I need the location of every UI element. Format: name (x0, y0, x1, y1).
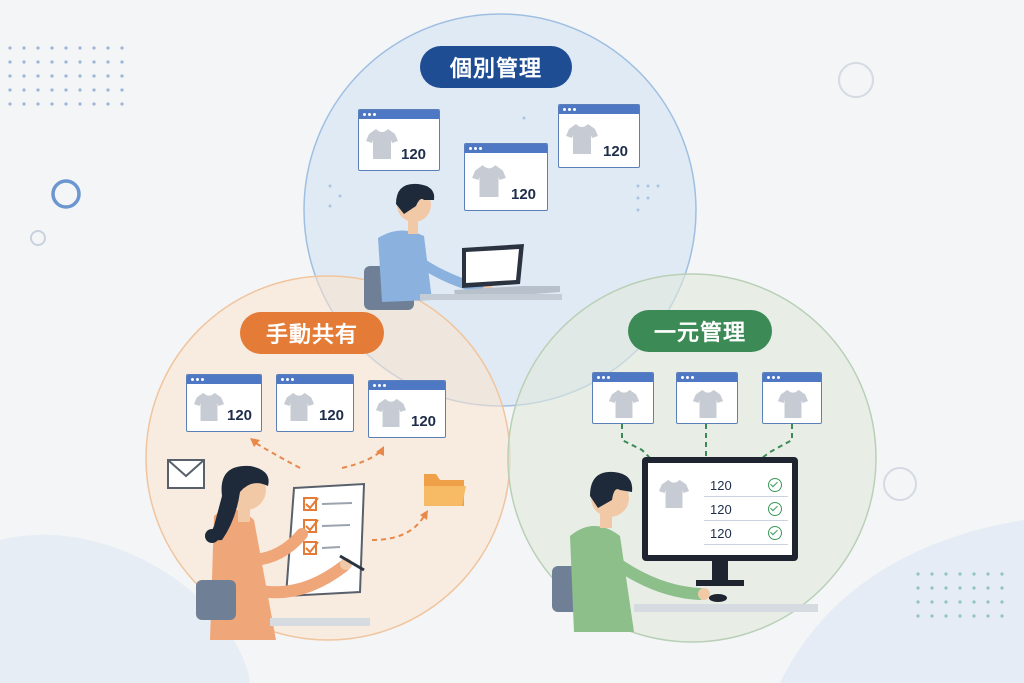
dot-grid-left (8, 46, 124, 106)
tshirt-icon (193, 392, 225, 422)
monitor-price: 120 (710, 502, 732, 517)
product-window-individual-2: 120 (464, 143, 548, 211)
price-label: 120 (411, 413, 437, 430)
product-window-manual-2: 120 (276, 374, 354, 432)
tshirt-icon (566, 124, 598, 154)
product-window-central-2 (676, 372, 738, 424)
person-manual (196, 465, 276, 640)
tshirt-icon (692, 389, 724, 419)
tshirt-icon (375, 398, 407, 428)
label-individual: 個別管理 (420, 46, 572, 88)
tshirt-icon (608, 389, 640, 419)
tshirt-icon (366, 129, 398, 159)
price-label: 120 (511, 186, 537, 203)
check-icon (768, 478, 782, 492)
product-window-individual-1: 120 (358, 109, 440, 171)
tshirt-icon (283, 392, 315, 422)
product-window-central-1 (592, 372, 654, 424)
ring-decor (51, 179, 81, 209)
laptop-icon (420, 244, 562, 300)
monitor-row: 120 (704, 475, 788, 497)
price-label: 120 (603, 143, 629, 160)
monitor-row: 120 (704, 499, 788, 521)
product-window-manual-1: 120 (186, 374, 262, 432)
monitor-icon: 120 120 120 (642, 457, 798, 561)
folder-icon (424, 474, 466, 506)
tshirt-icon (472, 165, 506, 197)
label-manual: 手動共有 (240, 312, 384, 354)
envelope-icon (167, 459, 205, 489)
tshirt-icon (658, 479, 690, 509)
monitor-price: 120 (710, 526, 732, 541)
person-central (552, 471, 818, 632)
dot-grid-right (916, 572, 1004, 618)
price-label: 120 (401, 146, 427, 163)
price-label: 120 (319, 407, 345, 424)
clipboard-icon (244, 482, 370, 626)
monitor-price: 120 (710, 478, 732, 493)
price-label: 120 (227, 407, 253, 424)
product-window-central-3 (762, 372, 822, 424)
check-icon (768, 526, 782, 540)
product-window-individual-3: 120 (558, 104, 640, 168)
person-individual (364, 183, 493, 310)
monitor-row: 120 (704, 523, 788, 545)
label-central: 一元管理 (628, 310, 772, 352)
tshirt-icon (777, 389, 809, 419)
product-window-manual-3: 120 (368, 380, 446, 438)
check-icon (768, 502, 782, 516)
monitor-screen: 120 120 120 (648, 463, 792, 555)
